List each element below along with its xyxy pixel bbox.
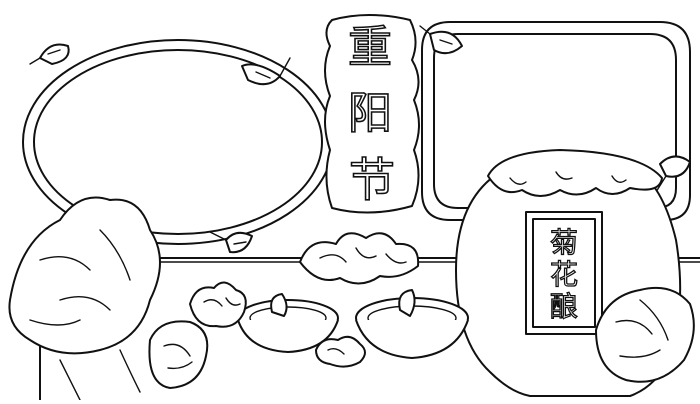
title-banner: 重 阳 节 xyxy=(324,14,420,214)
ginkgo-leaf-icon xyxy=(241,57,291,86)
title-char-2: 阳 xyxy=(348,88,392,139)
jar-label-char-3: 酿 xyxy=(550,290,578,323)
bowl-right xyxy=(355,289,469,359)
chrysanthemum-bottom xyxy=(148,320,209,389)
ginkgo-leaf-icon xyxy=(655,155,691,193)
ginkgo-leaf-icon xyxy=(209,231,253,254)
chrysanthemum-center xyxy=(299,232,420,285)
ginkgo-leaf-icon xyxy=(419,25,463,55)
chrysanthemum-small xyxy=(189,281,247,328)
bowl-left xyxy=(237,293,339,353)
chrysanthemum-small xyxy=(315,335,366,368)
jar-label-char-2: 花 xyxy=(550,258,578,291)
ginkgo-leaf-icon xyxy=(29,43,70,65)
chrysanthemum-right xyxy=(595,286,695,383)
jar-label-char-1: 菊 xyxy=(550,226,578,259)
title-char-1: 重 xyxy=(348,22,392,73)
chrysanthemum-left xyxy=(8,196,161,401)
title-char-3: 节 xyxy=(349,153,395,207)
